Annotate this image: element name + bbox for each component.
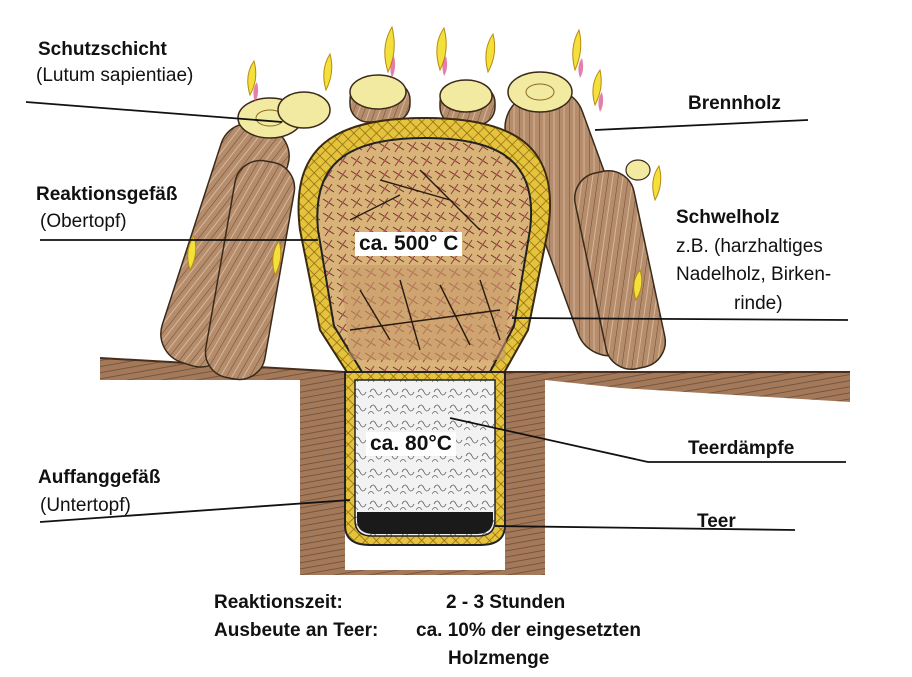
label-schwelholz-line2: Nadelholz, Birken- <box>676 264 832 285</box>
firewood-top <box>349 74 496 126</box>
temperature-lower: ca. 80°C <box>366 432 456 456</box>
label-schutzschicht: Schutzschicht <box>38 39 167 60</box>
label-teerdaempfe: Teerdämpfe <box>688 438 795 459</box>
footer-reaktionszeit-value: 2 - 3 Stunden <box>446 592 566 613</box>
label-lutum: (Lutum sapientiae) <box>36 65 194 86</box>
label-schwelholz-line1: z.B. (harzhaltiges <box>676 236 823 257</box>
flames <box>187 25 662 302</box>
footer-ausbeute-value: ca. 10% der eingesetzten <box>416 620 641 641</box>
label-teer: Teer <box>697 511 736 532</box>
label-schwelholz-line3: rinde) <box>734 293 783 314</box>
lower-pot <box>344 371 506 546</box>
leader-lines <box>25 101 849 531</box>
footer-ausbeute-label: Ausbeute an Teer: <box>214 620 379 641</box>
temperature-upper: ca. 500° C <box>355 232 463 256</box>
label-schwelholz: Schwelholz <box>676 207 780 228</box>
label-reaktionsgefaess: Reaktionsgefäß <box>36 184 178 205</box>
tar-layer <box>357 512 493 534</box>
footer-reaktionszeit-label: Reaktionszeit: <box>214 592 343 613</box>
footer-ausbeute-value-line2: Holzmenge <box>448 648 550 669</box>
label-obertopf: (Obertopf) <box>40 211 127 232</box>
label-auffanggefaess: Auffanggefäß <box>38 467 161 488</box>
firewood-left <box>160 91 331 381</box>
label-untertopf: (Untertopf) <box>40 495 131 516</box>
label-brennholz: Brennholz <box>688 93 781 114</box>
